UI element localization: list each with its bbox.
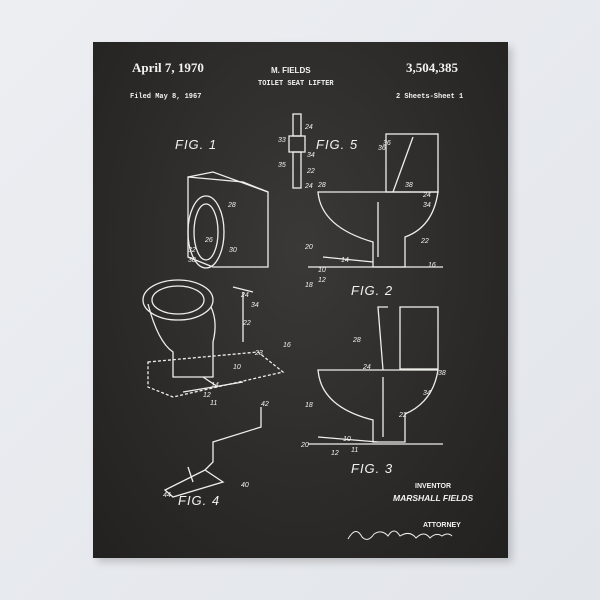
reference-numeral: 11 [210, 400, 218, 407]
attorney-label: ATTORNEY [423, 522, 461, 529]
reference-numeral: 14 [211, 382, 219, 389]
reference-numeral: 22 [421, 238, 429, 245]
reference-numeral: 28 [318, 182, 326, 189]
reference-numeral: 20 [305, 244, 313, 251]
inventor-name: M. FIELDS [271, 66, 311, 75]
reference-numeral: 28 [353, 337, 361, 344]
fig-1-label: FIG. 1 [175, 137, 218, 152]
reference-numeral: 33 [278, 137, 286, 144]
reference-numeral: 24 [305, 124, 313, 131]
reference-numeral: 20 [301, 442, 309, 449]
reference-numeral: 28 [228, 202, 236, 209]
reference-numeral: 34 [423, 390, 431, 397]
fig-3-label: FIG. 3 [351, 461, 394, 476]
reference-numeral: 24 [305, 183, 313, 190]
reference-numeral: 34 [423, 202, 431, 209]
reference-numeral: 44 [163, 492, 171, 499]
reference-numeral: 38 [438, 370, 446, 377]
reference-numeral: 40 [241, 482, 249, 489]
reference-numeral: 18 [305, 282, 313, 289]
reference-numeral: 26 [205, 237, 213, 244]
patent-title: TOILET SEAT LIFTER [258, 80, 334, 88]
inventor-label: INVENTOR [415, 483, 452, 490]
reference-numeral: 22 [307, 168, 315, 175]
patent-date: April 7, 1970 [132, 60, 204, 75]
reference-numeral: 16 [428, 262, 436, 269]
filed-date: Filed May 8, 1967 [130, 93, 202, 101]
patent-poster: April 7, 1970 M. FIELDS 3,504,385 TOILET… [93, 42, 508, 558]
fig-4-label: FIG. 4 [178, 493, 221, 508]
reference-numeral: 23 [255, 350, 263, 357]
reference-numeral: 30 [229, 247, 237, 254]
sheet-count: 2 Sheets-Sheet 1 [396, 93, 464, 101]
reference-numeral: 11 [351, 447, 359, 454]
reference-numeral: 22 [399, 412, 407, 419]
reference-numeral: 36 [383, 140, 391, 147]
fig-4-lever-drawing [163, 407, 262, 498]
reference-numeral: 34 [251, 302, 259, 309]
reference-numeral: 16 [283, 342, 291, 349]
attorney-signature [347, 530, 453, 540]
reference-numeral: 24 [241, 292, 249, 299]
patent-number: 3,504,385 [406, 60, 458, 75]
reference-numeral: 14 [341, 257, 349, 264]
reference-numeral: 18 [305, 402, 313, 409]
fig-3-toilet-drawing [308, 306, 443, 445]
reference-numeral: 24 [363, 364, 371, 371]
reference-numeral: 38 [405, 182, 413, 189]
fig-5-label: FIG. 5 [316, 137, 359, 152]
fig-2-toilet-drawing [308, 133, 443, 268]
fig-5-part-drawing [288, 113, 306, 189]
reference-numeral: 35 [278, 162, 286, 169]
reference-numeral: 22 [243, 320, 251, 327]
reference-numeral: 34 [307, 152, 315, 159]
patent-drawings [142, 113, 453, 540]
reference-numeral: 32 [188, 247, 196, 254]
reference-numeral: 24 [423, 192, 431, 199]
fig-1-toilet-drawing [142, 171, 285, 398]
reference-numeral: 10 [233, 364, 241, 371]
inventor-full-name: MARSHALL FIELDS [393, 493, 474, 503]
reference-numeral: 10 [318, 267, 326, 274]
reference-numeral: 38 [188, 257, 196, 264]
fig-2-label: FIG. 2 [351, 283, 394, 298]
reference-numeral: 12 [203, 392, 211, 399]
reference-numeral: 12 [318, 277, 326, 284]
reference-numeral: 10 [343, 436, 351, 443]
reference-numeral: 36 [378, 145, 386, 152]
reference-numeral: 42 [261, 401, 269, 408]
reference-numeral: 12 [331, 450, 339, 457]
